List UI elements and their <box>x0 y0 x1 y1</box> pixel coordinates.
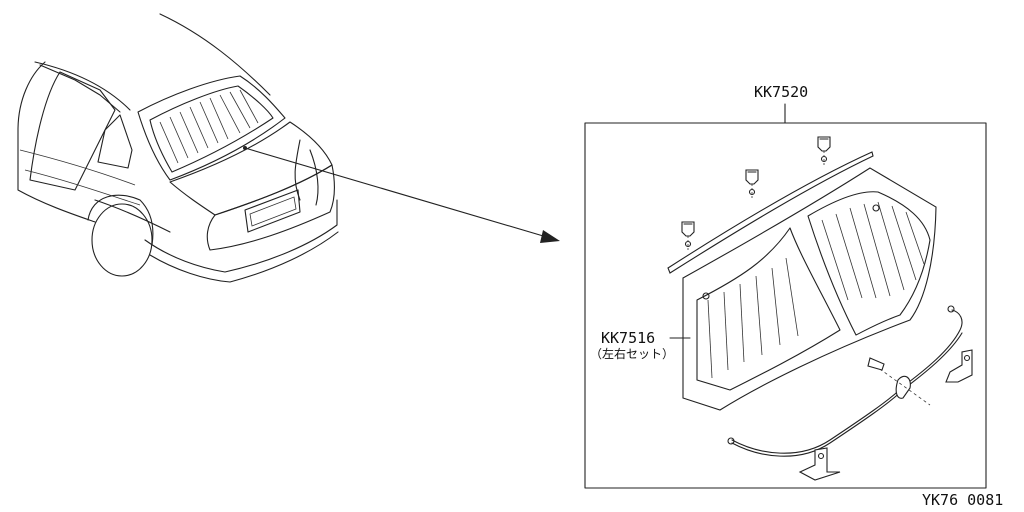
pointer-arrow <box>243 146 560 243</box>
car-rear-illustration <box>17 13 339 283</box>
top-moulding <box>667 151 874 274</box>
part-note-label: （左右セット） <box>590 347 675 361</box>
cord-assembly <box>727 305 973 481</box>
part-number-label: KK7516 <box>601 329 656 347</box>
clips <box>681 136 831 250</box>
kit-number-label: KK7520 <box>754 83 809 101</box>
figure-code: YK76 0081 <box>922 491 1004 509</box>
rear-glass-panel <box>682 167 937 411</box>
